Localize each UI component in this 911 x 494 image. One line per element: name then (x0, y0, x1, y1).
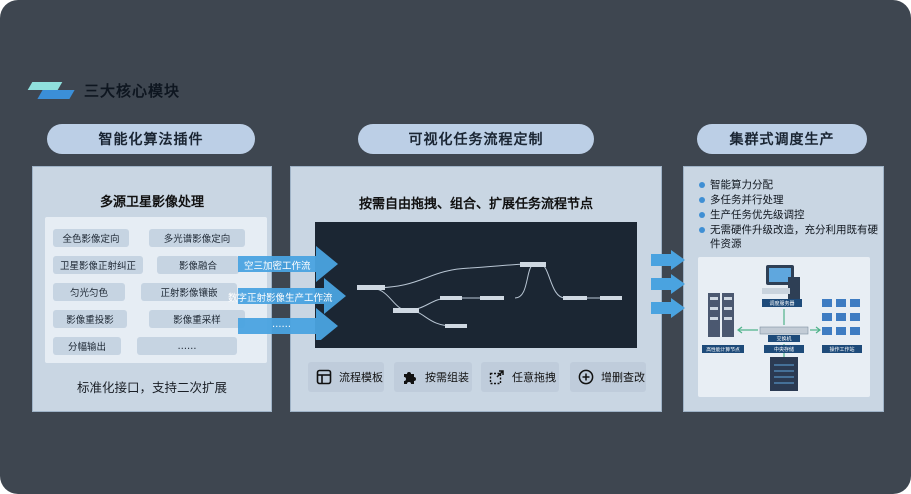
arrow-shape (651, 298, 685, 318)
flow-node (600, 296, 622, 300)
section-header: 三大核心模块 (27, 78, 181, 102)
panel-algorithms-footer: 标准化接口，支持二次扩展 (76, 380, 227, 395)
flow-template-label: 流程模板 (339, 371, 383, 384)
workstation-label: 操作工作站 (829, 346, 854, 353)
compute-node-icon (708, 293, 734, 337)
server-label-bg (762, 299, 802, 307)
algorithm-tag: 分幅输出 (53, 337, 121, 355)
module-pill-cluster: 集群式调度生产 (697, 124, 867, 154)
flow-node (445, 324, 467, 328)
module-pill-algorithms: 智能化算法插件 (47, 124, 255, 154)
cluster-arrows (651, 250, 685, 318)
algorithm-tag: 卫星影像正射纠正 (53, 256, 143, 274)
workstation-icon (822, 299, 860, 335)
section-title: 三大核心模块 (84, 81, 181, 100)
plus-circle-icon (578, 369, 594, 385)
panel-workflow-title: 按需自由拖拽、组合、扩展任务流程节点 (358, 197, 593, 212)
arrow-shape (238, 278, 346, 314)
puzzle-icon (404, 372, 416, 384)
flow-node (563, 296, 587, 300)
panel-algorithms: 多源卫星影像处理 全色影像定向 多光谱影像定向 卫星影像正射纠正 影像融合 匀光… (32, 166, 272, 412)
logo-icon (27, 80, 76, 100)
arrow-label: 数字正射影像生产工作流 (228, 293, 333, 304)
workflow-canvas[interactable] (315, 222, 637, 348)
flow-node (520, 262, 546, 267)
crud-label: 增删查改 (601, 371, 645, 384)
drag-icon (489, 370, 504, 385)
switch-label: 交换机 (776, 336, 791, 343)
cluster-topology-graphic: 调度服务器 交换机 中央存储 (702, 265, 862, 391)
cluster-feature: 生产任务优先级调控 (699, 208, 879, 222)
assemble-label: 按需组装 (425, 371, 469, 384)
arrow-shape (651, 250, 685, 270)
workflow-graph (357, 262, 622, 328)
cluster-feature-list: 智能算力分配 多任务并行处理 生产任务优先级调控 无需硬件升级改造，充分利用既有… (699, 178, 879, 252)
algorithm-tag: 影像重采样 (149, 310, 245, 328)
flow-node (393, 308, 419, 313)
flow-node (480, 296, 504, 300)
assemble-button[interactable]: 按需组装 (394, 362, 472, 392)
storage-label: 中央存储 (774, 346, 794, 353)
arrow-label: …… (272, 319, 291, 330)
arrow-label: 空三加密工作流 (244, 261, 311, 272)
algorithm-tag: 多光谱影像定向 (149, 229, 245, 247)
module-pill-workflow: 可视化任务流程定制 (358, 124, 594, 154)
crud-button[interactable]: 增删查改 (570, 362, 646, 392)
server-icon (762, 265, 800, 299)
template-icon (316, 369, 332, 385)
workflow-arrows (238, 246, 346, 340)
cluster-feature: 多任务并行处理 (699, 193, 879, 207)
flow-node (440, 296, 462, 300)
storage-icon (770, 357, 798, 391)
compute-label: 高性能计算节点 (706, 346, 740, 353)
drag-label: 任意拖拽 (512, 371, 556, 384)
arrow-shape (238, 246, 338, 282)
algorithm-tag: …… (137, 337, 237, 355)
flow-node (357, 285, 385, 290)
cluster-topology: 调度服务器 交换机 中央存储 (698, 257, 870, 397)
cluster-feature: 无需硬件升级改造，充分利用既有硬件资源 (699, 223, 879, 251)
algorithm-tag: 全色影像定向 (53, 229, 129, 247)
switch-icon (759, 326, 809, 335)
server-label: 调度服务器 (769, 300, 794, 307)
cluster-feature: 智能算力分配 (699, 178, 879, 192)
algorithm-list: 全色影像定向 多光谱影像定向 卫星影像正射纠正 影像融合 匀光匀色 正射影像镶嵌… (45, 217, 267, 363)
arrow-shape (238, 308, 338, 340)
flow-template-button[interactable]: 流程模板 (308, 362, 384, 392)
algorithm-tag: 影像融合 (157, 256, 239, 274)
panel-algorithms-title: 多源卫星影像处理 (99, 195, 204, 210)
drag-button[interactable]: 任意拖拽 (481, 362, 559, 392)
algorithm-tag: 影像重投影 (53, 310, 127, 328)
algorithm-tag: 匀光匀色 (53, 283, 125, 301)
arrow-shape (651, 274, 685, 294)
algorithm-tag: 正射影像镶嵌 (141, 283, 237, 301)
